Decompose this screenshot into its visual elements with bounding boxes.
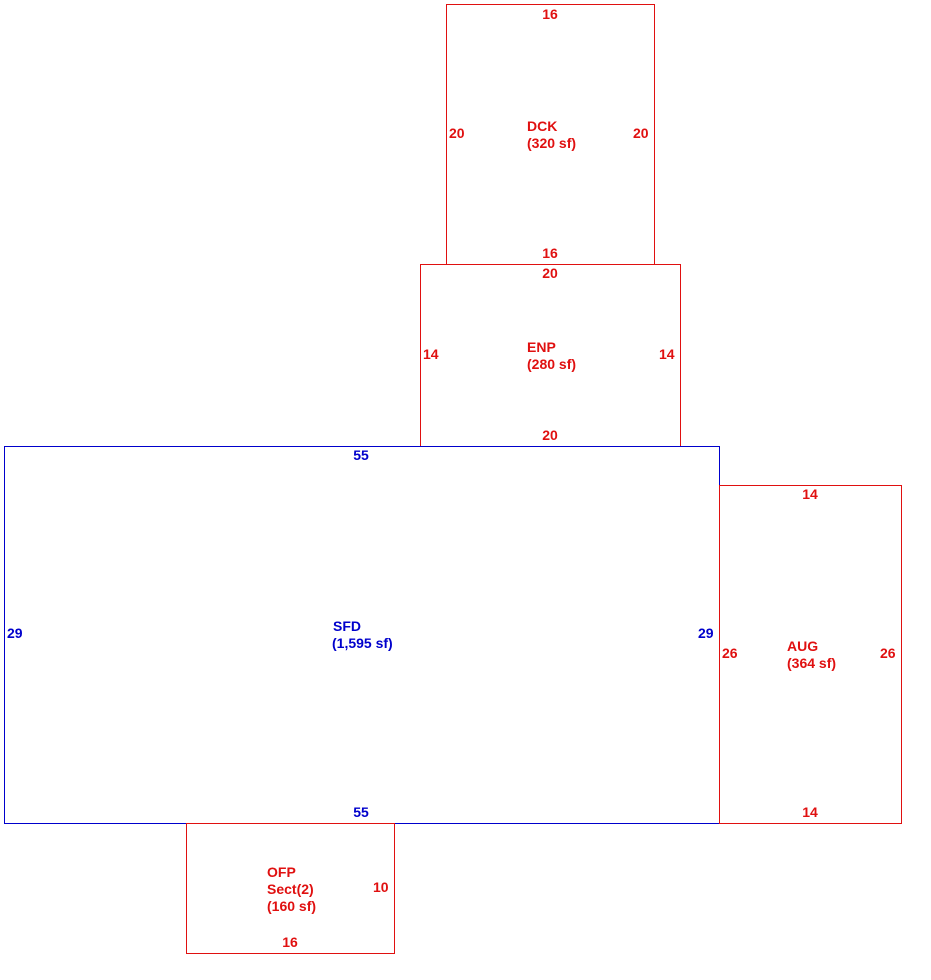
- aug-bottom-dimension: 14: [802, 804, 818, 820]
- aug-outline: [719, 485, 902, 824]
- enp-area-label: (280 sf): [527, 356, 577, 372]
- aug-right-dimension: 26: [880, 645, 896, 661]
- ofp-code-label: OFP: [267, 864, 296, 880]
- dck-right-dimension: 20: [633, 125, 649, 141]
- ofp-bottom-dimension: 16: [282, 934, 298, 950]
- sfd-bottom-dimension: 55: [353, 804, 369, 820]
- ofp-outline: [186, 823, 395, 954]
- dck-bottom-dimension: 16: [542, 245, 558, 261]
- dck-left-dimension: 20: [449, 125, 465, 141]
- aug-top-dimension: 14: [802, 486, 818, 502]
- dck-code-label: DCK: [527, 118, 558, 134]
- aug-left-dimension: 26: [722, 645, 738, 661]
- sfd-right-dimension: 29: [698, 625, 714, 641]
- ofp-area-label: (160 sf): [267, 898, 317, 914]
- enp-right-dimension: 14: [659, 346, 675, 362]
- sfd-area-label: (1,595 sf): [332, 635, 393, 651]
- sfd-code-label: SFD: [333, 618, 361, 634]
- aug-area-label: (364 sf): [787, 655, 837, 671]
- ofp-right-dimension: 10: [373, 879, 389, 895]
- ofp-sect-label: Sect(2): [267, 881, 314, 897]
- aug-code-label: AUG: [787, 638, 819, 654]
- enp-top-dimension: 20: [542, 265, 558, 281]
- sfd-top-dimension: 55: [353, 447, 369, 463]
- dck-area-label: (320 sf): [527, 135, 577, 151]
- enp-left-dimension: 14: [423, 346, 439, 362]
- dck-top-dimension: 16: [542, 6, 558, 22]
- enp-code-label: ENP: [527, 339, 556, 355]
- sfd-left-dimension: 29: [7, 625, 23, 641]
- enp-bottom-dimension: 20: [542, 427, 558, 443]
